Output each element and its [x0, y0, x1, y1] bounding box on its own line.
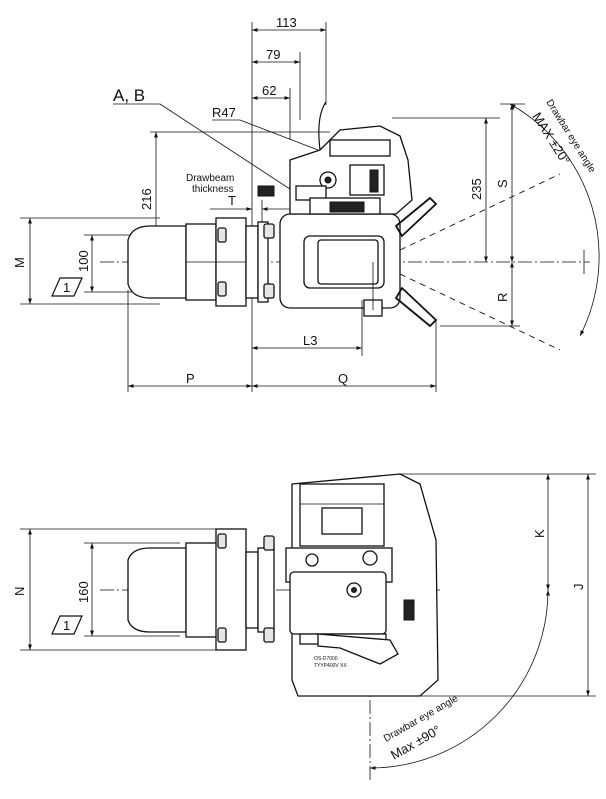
dim-p: P — [127, 290, 252, 392]
dim-216-label: 216 — [139, 188, 154, 210]
top-view: 113 79 62 A, B R47 216 — [12, 15, 600, 392]
dim-113-label: 113 — [276, 15, 297, 30]
dim-216: 216 — [139, 131, 330, 262]
dim-160-label: 160 — [76, 581, 91, 603]
drawbar-cylinder-top — [127, 217, 275, 307]
coupling-body-side: OS-D7000 TYYP400V XX — [285, 473, 439, 697]
dim-q: Q — [252, 320, 437, 392]
label-r47-text: R47 — [212, 105, 236, 120]
dim-r-label: R — [495, 293, 510, 302]
dim-p-label: P — [186, 371, 195, 386]
dim-100-label: 100 — [76, 250, 91, 272]
drawbar-cylinder-side — [127, 528, 275, 651]
dim-m: M — [12, 217, 160, 305]
dim-n-label: N — [12, 587, 27, 596]
dim-n: N — [12, 528, 230, 651]
plate-line1: OS-D7000 — [314, 656, 338, 662]
dim-62: 62 — [252, 83, 291, 140]
angle-indicator-top: Drawbar eye angle MAX ±20° — [399, 98, 600, 351]
label-r47: R47 — [212, 105, 319, 151]
marker-1-bottom-text: 1 — [63, 618, 70, 633]
dim-k-label: K — [532, 529, 547, 538]
dim-k: K — [400, 473, 596, 590]
side-view: N 160 1 — [12, 473, 596, 780]
marker-1-bottom: 1 — [51, 615, 83, 635]
dim-r: R — [440, 262, 520, 327]
dim-q-label: Q — [338, 371, 348, 386]
coupling-body-top — [257, 101, 438, 328]
marker-1-top-text: 1 — [63, 280, 70, 295]
dim-235: 235 — [392, 117, 500, 262]
label-a-b-text: A, B — [113, 86, 145, 105]
dim-160: 160 — [76, 542, 180, 637]
dim-j-label: J — [571, 584, 586, 591]
dim-79-label: 79 — [266, 47, 280, 62]
dim-l3-label: L3 — [303, 333, 317, 348]
dim-t-label: T — [228, 193, 236, 208]
dim-79: 79 — [252, 47, 301, 120]
dim-s-label: S — [495, 179, 510, 188]
dim-62-label: 62 — [262, 83, 276, 98]
dim-l3: L3 — [252, 300, 363, 356]
dim-235-label: 235 — [469, 178, 484, 200]
plate-line2: TYYP400V XX — [314, 663, 347, 669]
dim-113: 113 — [252, 15, 327, 105]
drawbeam-line2: thickness — [192, 184, 234, 195]
drawbeam-thickness: Drawbeam thickness T — [186, 173, 300, 225]
drawbeam-line1: Drawbeam — [186, 173, 234, 184]
marker-1-top: 1 — [51, 277, 83, 297]
dim-j: J — [420, 474, 596, 697]
dim-s: S — [495, 103, 525, 262]
dim-m-label: M — [12, 257, 27, 268]
